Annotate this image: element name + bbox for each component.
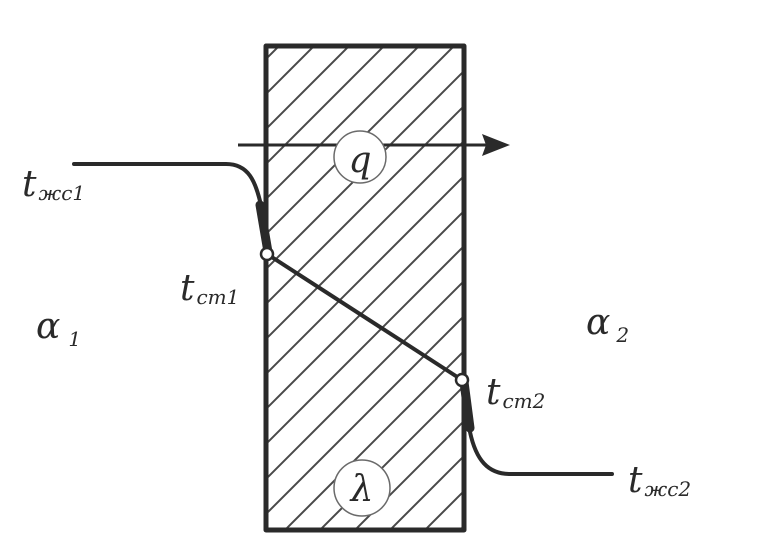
- heat-flux-label: q: [348, 140, 371, 181]
- boundary-layer-1-thick: [255, 200, 273, 257]
- fluid-1-temperature-sub: жс1: [38, 181, 85, 205]
- fluid-1-temperature-main: t: [22, 164, 37, 205]
- wall-2-temperature-main: t: [486, 372, 501, 413]
- fluid-2-temperature-main: t: [628, 460, 643, 501]
- fluid-2-temperature-curve: [460, 378, 614, 476]
- wall-temperature-line: [265, 252, 464, 382]
- wall-1-temperature-sub: ст1: [196, 285, 239, 309]
- wall-temperature-point-1: [259, 246, 275, 262]
- conductivity-label: λ: [349, 469, 374, 510]
- conductivity-circle: [333, 459, 391, 517]
- wall-outline: [263, 43, 467, 533]
- alpha-2-main: α: [586, 302, 610, 343]
- heat-flux-circle: [333, 130, 387, 184]
- fluid-2-temperature-sub: жс2: [644, 477, 691, 501]
- wall-2-temperature-sub: ст2: [502, 389, 545, 413]
- wall-temperature-point-2: [454, 372, 470, 388]
- alpha-1-sub: 1: [68, 327, 81, 351]
- wall-1-temperature-main: t: [180, 268, 195, 309]
- fluid-1-temperature-curve: [72, 162, 269, 256]
- wall-hatching: [266, 46, 464, 530]
- heat-flux-arrowhead: [482, 134, 510, 156]
- alpha-1-main: α: [36, 306, 60, 347]
- alpha-2-sub: 2: [615, 323, 629, 347]
